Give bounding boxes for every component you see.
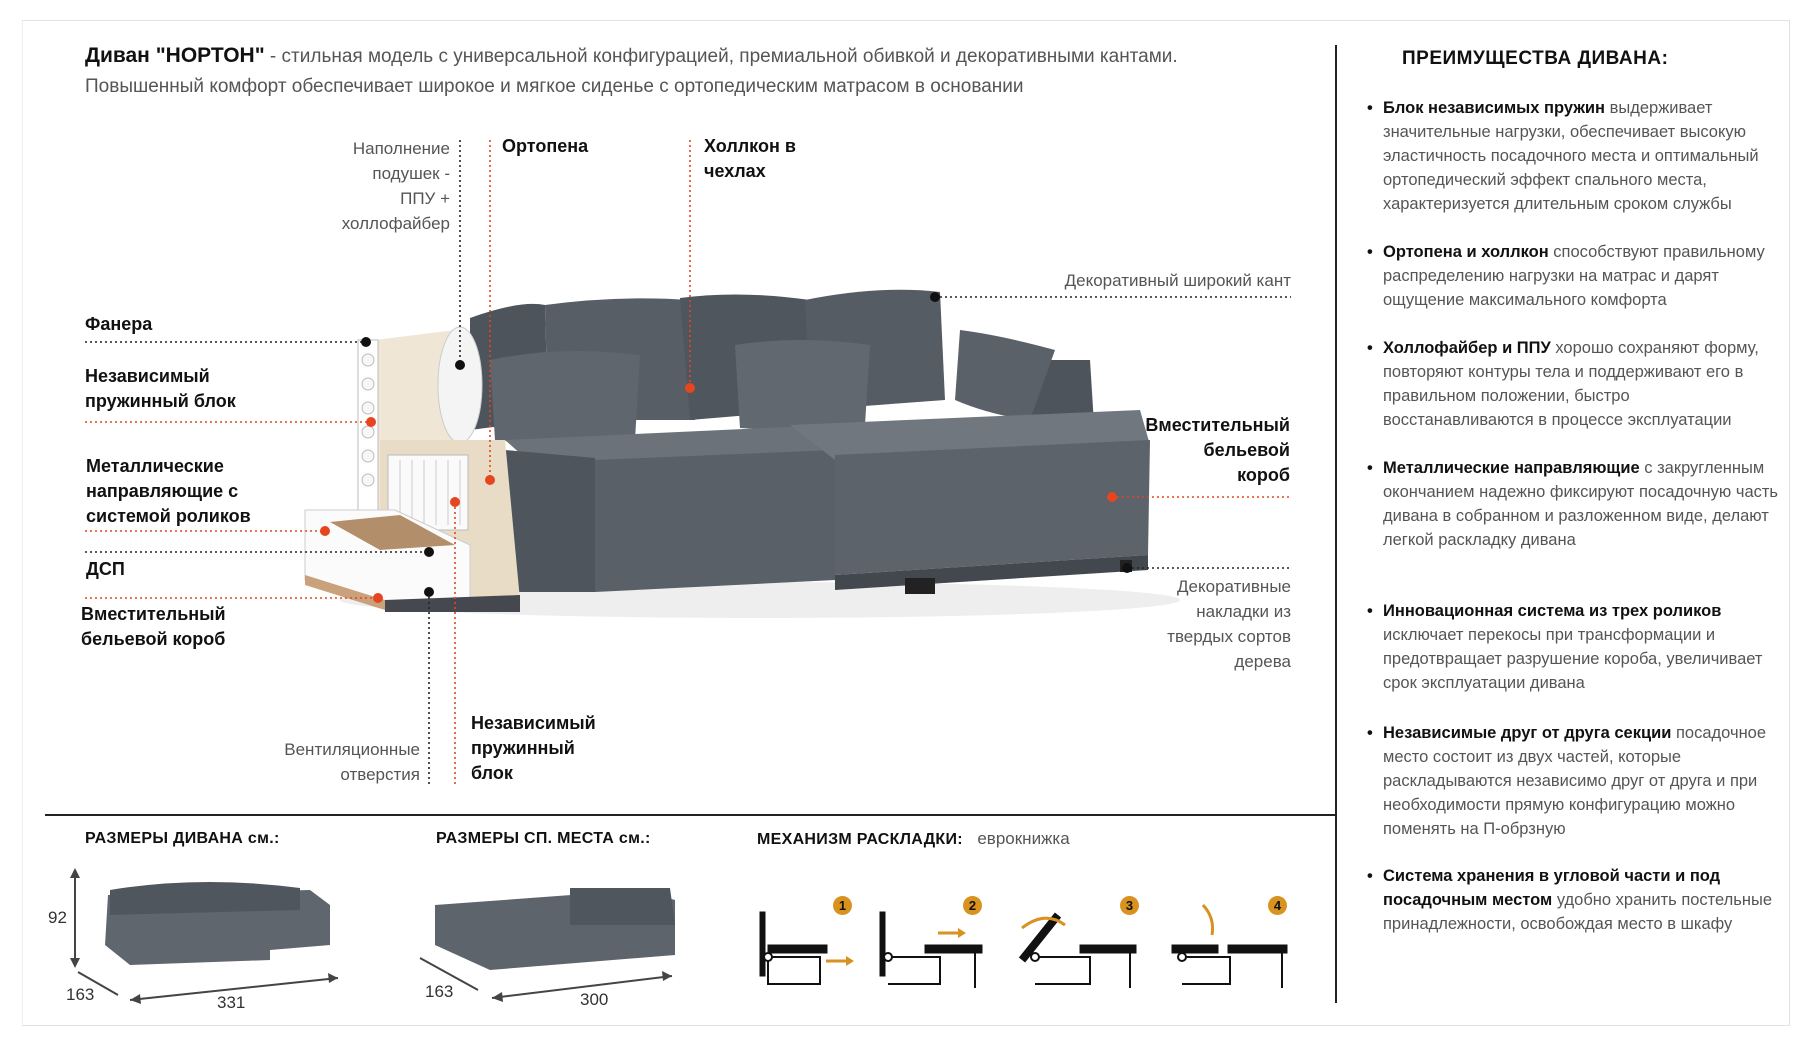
model-name: Диван "НОРТОН" [85, 44, 265, 67]
callout-line: Независимый [471, 713, 596, 733]
mechanism-diagram [759, 903, 1288, 988]
title-description: - стильная модель с универсальной конфиг… [264, 46, 1178, 67]
step-badge-4: 4 [1268, 896, 1287, 915]
callout-metal-guides: Металлические направляющие с системой роли… [86, 454, 251, 529]
callout-line: блок [471, 763, 513, 783]
callout-line: отверстия [340, 765, 420, 784]
mechanism-row: МЕХАНИЗМ РАСКЛАДКИ: еврокнижка [757, 829, 1070, 849]
step-4 [1171, 903, 1288, 988]
advantage-item: Независимые друг от друга секции посадоч… [1367, 721, 1783, 841]
advantage-bold: Металлические направляющие [1383, 459, 1640, 477]
step-badge-1: 1 [833, 896, 852, 915]
callout-line: твердых сортов [1167, 627, 1291, 646]
step-3 [1018, 912, 1137, 988]
advantage-bold: Блок независимых пружин [1383, 99, 1606, 117]
callout-line: дерева [1234, 652, 1291, 671]
callout-line: бельевой короб [81, 629, 226, 649]
callout-line: направляющие с [86, 481, 239, 501]
step-number: 4 [1268, 896, 1287, 915]
page-frame [22, 20, 1790, 1026]
advantage-text: с закругленным окончанием надежно фиксир… [1383, 459, 1779, 549]
callout-ortopena: Ортопена [502, 136, 589, 156]
callout-line: короб [1237, 465, 1290, 485]
callout-filling: Наполнение подушек - ППУ + холлофайбер [300, 136, 450, 236]
step-number: 1 [833, 896, 852, 915]
sofa-depth: 163 [66, 985, 95, 1004]
page-title: Диван "НОРТОН" - стильная модель с униве… [85, 44, 1178, 68]
callout-spring-block-bottom: Независимый пружинный блок [471, 711, 596, 786]
callout-storage-right: Вместительный бельевой короб [1090, 413, 1290, 488]
sofa-width: 331 [217, 993, 246, 1012]
advantage-text: удобно хранить постельные принадлежности… [1383, 891, 1773, 933]
advantage-item: Система хранения в угловой части и под п… [1367, 864, 1783, 936]
bed-depth: 163 [425, 982, 454, 1001]
sofa-height: 92 [48, 908, 67, 927]
advantage-item: Холлофайбер и ППУ хорошо сохраняют форму… [1367, 336, 1783, 432]
advantage-item: Металлические направляющие с закругленны… [1367, 456, 1783, 552]
callout-wide-piping: Декоративный широкий кант [1064, 271, 1291, 290]
advantage-item: Инновационная система из трех роликов ис… [1367, 599, 1783, 695]
callout-vents: Вентиляционные отверстия [240, 737, 420, 787]
advantage-bold: Ортопена и холлкон [1383, 243, 1549, 261]
advantage-text: хорошо сохраняют форму, повторяют контур… [1383, 339, 1759, 429]
callout-dsp: ДСП [86, 559, 125, 579]
step-badge-3: 3 [1120, 896, 1139, 915]
step-number: 2 [963, 896, 982, 915]
advantage-text: способствуют правильному распределению н… [1383, 243, 1765, 309]
callout-line: подушек - [372, 164, 450, 183]
callout-line: Металлические [86, 456, 224, 476]
advantage-bold: Инновационная система из трех роликов [1383, 602, 1722, 620]
callout-line: накладки из [1196, 602, 1291, 621]
subtitle: Повышенный комфорт обеспечивает широкое … [85, 76, 1024, 97]
callout-line: Вместительный [81, 604, 226, 624]
callout-hollcon: Холлкон в чехлах [704, 134, 796, 184]
callout-line: Наполнение [352, 139, 450, 158]
advantage-text: исключает перекосы при трансформации и п… [1383, 626, 1763, 692]
callout-wood-trims: Декоративные накладки из твердых сортов дер… [1090, 574, 1291, 674]
advantage-bold: Независимые друг от друга секции [1383, 724, 1672, 742]
step-1 [759, 911, 854, 985]
bed-size-title: РАЗМЕРЫ СП. МЕСТА см.: [436, 830, 651, 847]
mechanism-value: еврокнижка [977, 829, 1070, 848]
advantage-item: Блок независимых пружин выдерживает знач… [1367, 96, 1783, 216]
callout-line: чехлах [704, 161, 766, 181]
bed-width: 300 [580, 990, 609, 1009]
advantage-text: выдерживает значительные нагрузки, обесп… [1383, 99, 1759, 213]
step-badge-2: 2 [963, 896, 982, 915]
callout-line: пружинный [471, 738, 575, 758]
callout-line: Вентиляционные [284, 740, 420, 759]
callout-storage-left: Вместительный бельевой короб [81, 602, 226, 652]
sofa-main-image [304, 289, 1180, 618]
step-2 [879, 911, 983, 988]
callout-line: системой роликов [86, 506, 251, 526]
callout-line: Независимый [85, 366, 210, 386]
callout-line: Холлкон в [704, 136, 796, 156]
callout-plywood: Фанера [85, 314, 153, 334]
callout-line: Декоративные [1177, 577, 1291, 596]
callout-line: Вместительный [1145, 415, 1290, 435]
step-number: 3 [1120, 896, 1139, 915]
advantages-title: ПРЕИМУЩЕСТВА ДИВАНА: [1402, 48, 1669, 69]
advantage-bold: Система хранения в угловой части и под п… [1383, 867, 1721, 909]
callout-line: бельевой [1203, 440, 1290, 460]
callout-line: холлофайбер [341, 214, 450, 233]
mechanism-title: МЕХАНИЗМ РАСКЛАДКИ: [757, 831, 963, 848]
advantage-item: Ортопена и холлкон способствуют правильн… [1367, 240, 1783, 312]
advantage-text: посадочное место состоит из двух частей,… [1383, 724, 1767, 838]
callout-line: ППУ + [400, 189, 450, 208]
sofa-size-title: РАЗМЕРЫ ДИВАНА см.: [85, 830, 280, 847]
sofa-dimensions-image [70, 868, 339, 1004]
advantage-bold: Холлофайбер и ППУ [1383, 339, 1551, 357]
callout-dots [320, 292, 1132, 603]
callout-line: пружинный блок [85, 391, 236, 411]
bed-dimensions-image [419, 888, 675, 1002]
callout-spring-block-left: Независимый пружинный блок [85, 364, 236, 414]
